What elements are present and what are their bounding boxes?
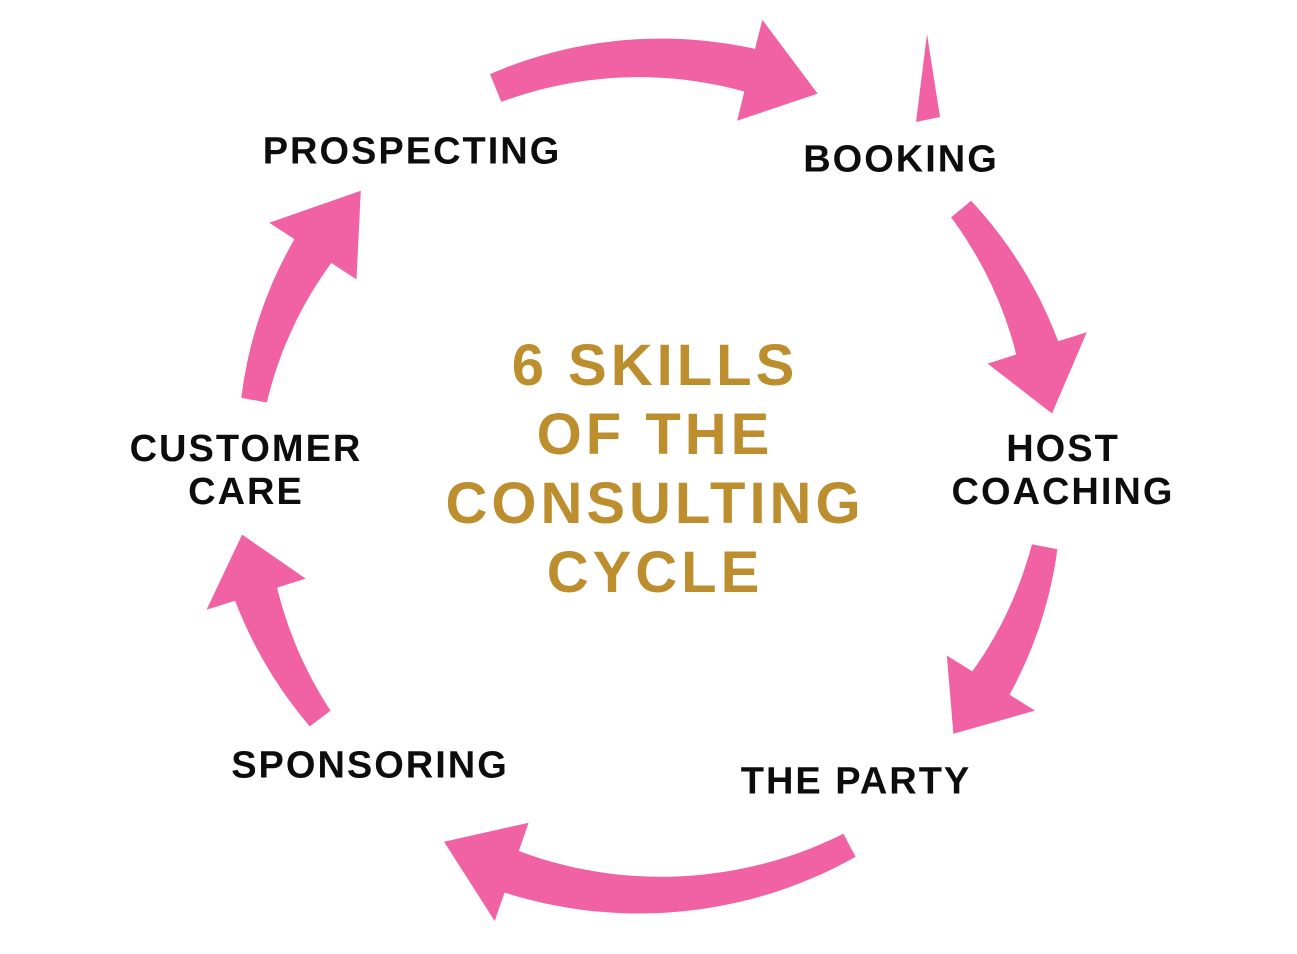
- step-label-booking: BOOKING: [803, 138, 999, 181]
- step-label-sponsoring: SPONSORING: [231, 744, 509, 787]
- arrow-the-party-to-sponsoring: [444, 822, 856, 921]
- step-label-prospecting: PROSPECTING: [262, 130, 562, 173]
- step-label-host-coaching: HOST COACHING: [951, 428, 1175, 513]
- arrow-prospecting-to-booking: [490, 19, 818, 121]
- diagram-title-line-4: CYCLE: [546, 540, 764, 605]
- arrow-host-coaching-to-the-party: [946, 544, 1058, 734]
- arrow-tail-flick: [916, 34, 940, 122]
- step-label-customer-care: CUSTOMER CARE: [129, 428, 363, 513]
- diagram-title-line-3: CONSULTING: [445, 471, 865, 536]
- diagram-title-line-1: 6 SKILLS: [511, 333, 799, 398]
- arrow-customer-care-to-prospecting: [241, 190, 361, 403]
- arrow-booking-to-host-coaching: [951, 200, 1087, 414]
- diagram-title: 6 SKILLS OF THE CONSULTING CYCLE: [445, 331, 864, 607]
- step-label-the-party: THE PARTY: [740, 760, 972, 803]
- arrow-sponsoring-to-customer-care: [206, 534, 331, 727]
- diagram-title-line-2: OF THE: [536, 402, 774, 467]
